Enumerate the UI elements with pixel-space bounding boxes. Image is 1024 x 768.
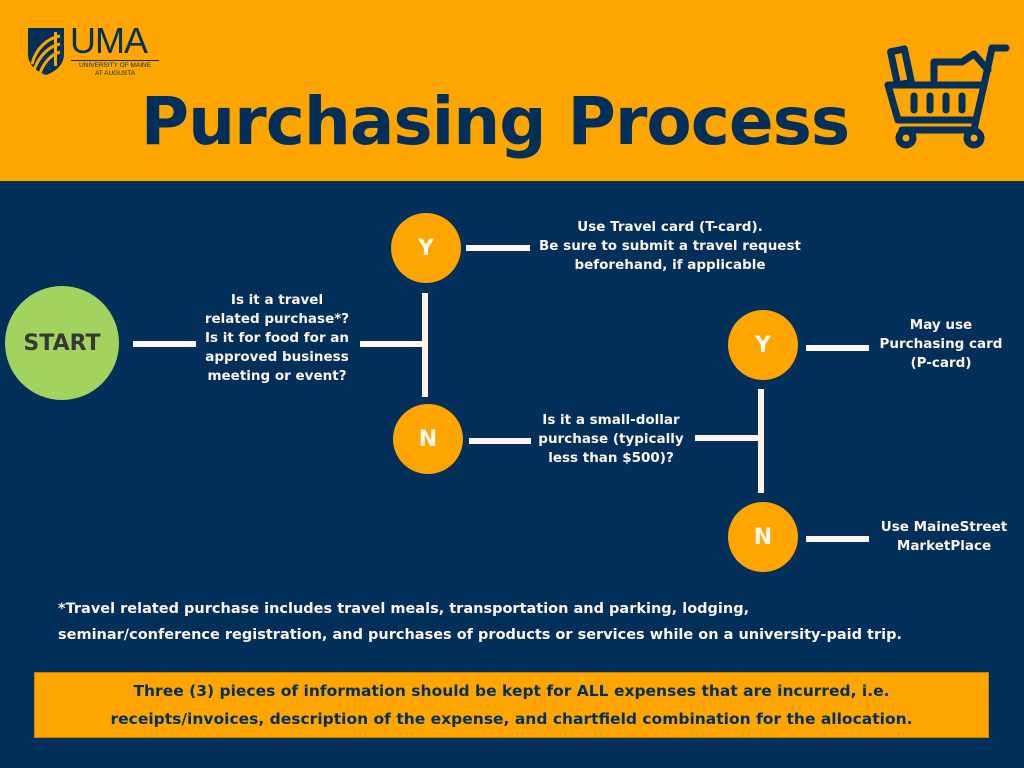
q2-line: less than $500)? — [548, 450, 674, 466]
outcome-line: May use — [909, 317, 973, 333]
q1-line: related purchase*? — [204, 311, 350, 327]
yes-label: Y — [418, 235, 434, 261]
note-line: Three (3) pieces of information should b… — [133, 682, 890, 700]
start-node: START — [5, 286, 119, 400]
q2-no-outcome-text: Use MaineStreet MarketPlace — [862, 518, 1024, 556]
q2-line: purchase (typically — [538, 431, 684, 447]
outcome-line: Use Travel card (T-card). — [577, 219, 763, 235]
q1-yes-outcome-text: Use Travel card (T-card). Be sure to sub… — [533, 218, 807, 275]
q2-yes-node: Y — [728, 310, 798, 380]
q2-no-node: N — [728, 502, 798, 572]
outcome-line: Be sure to submit a travel request — [539, 238, 801, 254]
connector-q2-no-outcome — [806, 536, 869, 542]
start-label: START — [23, 330, 101, 356]
branch-line-q2 — [758, 389, 764, 493]
connector-q1-no-to-q2 — [469, 438, 531, 444]
q1-line: meeting or event? — [207, 368, 347, 384]
connector-q2-to-branch — [695, 435, 760, 441]
q1-line: Is it a travel — [230, 292, 324, 308]
shopping-cart-icon — [884, 44, 1010, 149]
q1-line: Is it for food for an — [204, 330, 350, 346]
logo-wordmark: UMA — [70, 20, 148, 61]
note-line: receipts/invoices, description of the ex… — [110, 710, 913, 728]
q1-line: approved business — [205, 349, 349, 365]
q1-yes-node: Y — [391, 213, 461, 283]
q2-yes-outcome-text: May use Purchasing card (P-card) — [868, 316, 1014, 373]
travel-footnote: *Travel related purchase includes travel… — [58, 596, 998, 648]
shield-logo-icon — [28, 28, 64, 75]
outcome-line: Purchasing card — [879, 336, 1003, 352]
uma-logo: UMA UNIVERSITY OF MAINE AT AUGUSTA — [26, 20, 166, 78]
outcome-line: MarketPlace — [896, 538, 992, 554]
connector-q1-to-branch — [360, 341, 424, 347]
footnote-line: seminar/conference registration, and pur… — [58, 627, 903, 643]
no-label: N — [753, 524, 773, 550]
q2-line: Is it a small-dollar — [542, 412, 680, 428]
page-title: Purchasing Process — [140, 83, 850, 160]
records-note-box: Three (3) pieces of information should b… — [34, 672, 989, 738]
logo-subtitle-line2: AT AUGUSTA — [94, 70, 136, 77]
outcome-line: Use MaineStreet — [880, 519, 1008, 535]
branch-line-q1 — [422, 293, 428, 397]
outcome-line: (P-card) — [910, 355, 972, 371]
logo-subtitle-line1: UNIVERSITY OF MAINE — [78, 62, 152, 69]
header-banner: UMA UNIVERSITY OF MAINE AT AUGUSTA Purch… — [0, 0, 1024, 181]
no-label: N — [418, 426, 438, 452]
question-2-text: Is it a small-dollar purchase (typically… — [530, 411, 692, 468]
outcome-line: beforehand, if applicable — [574, 257, 766, 273]
logo-subtitle: UNIVERSITY OF MAINE AT AUGUSTA — [71, 60, 159, 78]
q1-no-node: N — [393, 404, 463, 474]
connector-q2-yes-outcome — [806, 345, 869, 351]
yes-label: Y — [755, 332, 771, 358]
footnote-line: *Travel related purchase includes travel… — [58, 601, 750, 617]
connector-q1-yes-outcome — [466, 245, 530, 251]
question-1-text: Is it a travel related purchase*? Is it … — [196, 291, 358, 386]
connector-start-to-q1 — [133, 341, 196, 347]
